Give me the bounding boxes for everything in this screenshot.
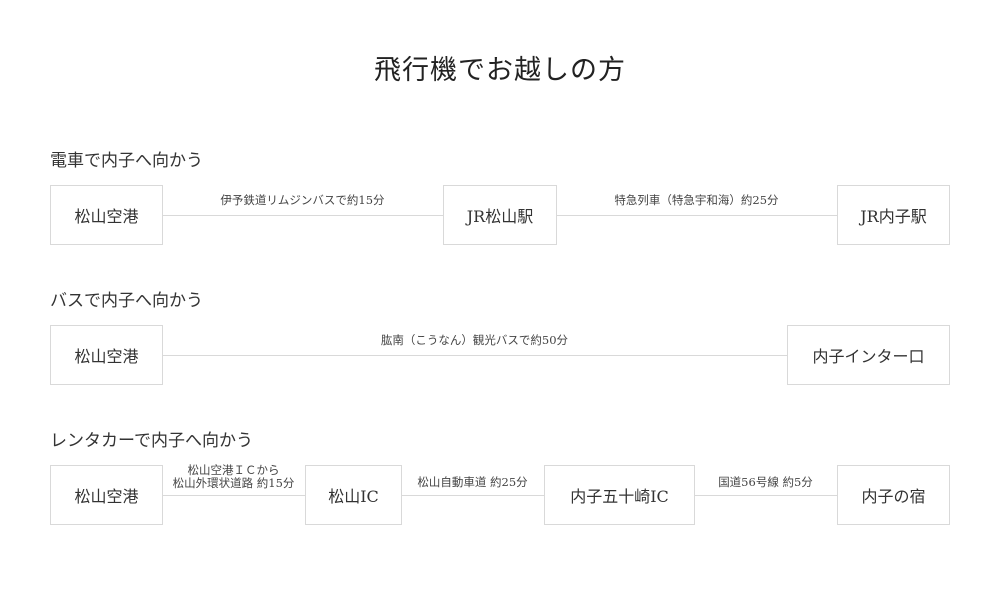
stop-box: 内子五十崎IC — [544, 465, 695, 525]
route-heading-train: 電車で内子へ向かう — [50, 151, 203, 171]
page-title: 飛行機でお越しの方 — [374, 55, 626, 86]
leg-label: 松山自動車道 約25分 — [417, 475, 528, 489]
stop-box: 松山空港 — [50, 185, 163, 245]
connector-line — [162, 495, 305, 496]
leg-label-line: 松山外環状道路 約15分 — [172, 476, 295, 490]
stop-box: 松山空港 — [50, 465, 163, 525]
stop-box: JR松山駅 — [443, 185, 557, 245]
stop-box: 松山空港 — [50, 325, 163, 385]
route-heading-rental-car: レンタカーで内子へ向かう — [50, 431, 253, 451]
connector-line — [556, 215, 837, 216]
connector-line — [694, 495, 837, 496]
leg-label: 特急列車（特急宇和海）約25分 — [614, 193, 779, 207]
leg-label-line: 松山空港ＩＣから — [187, 463, 280, 477]
stop-box: 内子の宿 — [837, 465, 950, 525]
leg-label: 伊予鉄道リムジンバスで約15分 — [220, 193, 385, 207]
connector-line — [162, 215, 443, 216]
leg-label: 国道56号線 約5分 — [718, 475, 813, 489]
connector-line — [162, 355, 787, 356]
stop-box: JR内子駅 — [837, 185, 950, 245]
stop-box: 内子インター口 — [787, 325, 950, 385]
leg-label: 松山空港ＩＣから 松山外環状道路 約15分 — [162, 464, 305, 490]
connector-line — [401, 495, 544, 496]
leg-label: 肱南（こうなん）観光バスで約50分 — [380, 333, 569, 347]
stop-box: 松山IC — [305, 465, 402, 525]
route-heading-bus: バスで内子へ向かう — [50, 291, 203, 311]
